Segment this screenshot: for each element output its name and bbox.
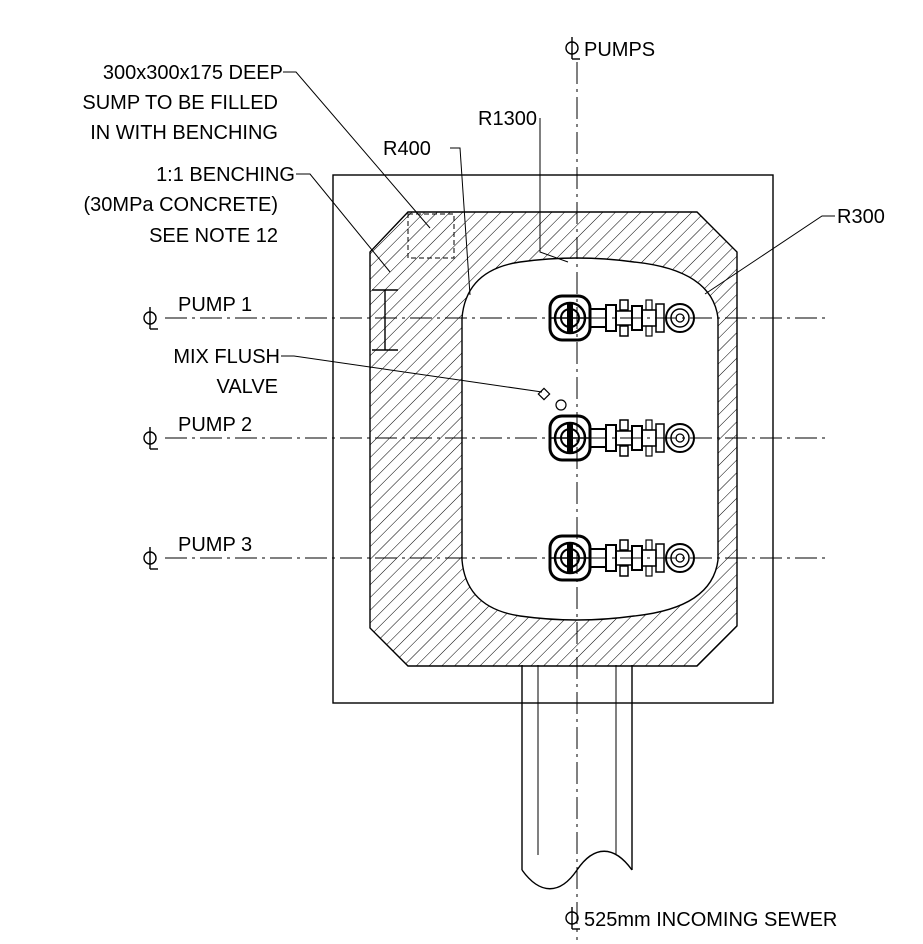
label-cl-sewer: 525mm INCOMING SEWER xyxy=(584,909,837,931)
label-mix-line-2: VALVE xyxy=(216,376,278,398)
leader-lines xyxy=(281,71,835,393)
centerline-symbol-sewer xyxy=(565,906,581,930)
label-bench-line-3: SEE NOTE 12 xyxy=(149,225,278,247)
label-r300: R300 xyxy=(837,206,885,228)
label-r400: R400 xyxy=(383,138,431,160)
mix-flush-valve-symbol xyxy=(537,387,567,411)
label-bench-line-2: (30MPa CONCRETE) xyxy=(84,194,278,216)
benching-hatched-area xyxy=(369,211,738,667)
label-sump-line-3: IN WITH BENCHING xyxy=(90,122,278,144)
sump-outline xyxy=(407,213,455,259)
label-sump-line-2: SUMP TO BE FILLED xyxy=(82,92,278,114)
centerline-symbol-pump-1 xyxy=(143,306,159,330)
centerline-symbol-pumps xyxy=(565,36,581,60)
centerline-symbol-pump-2 xyxy=(143,426,159,450)
label-mix-line-1: MIX FLUSH xyxy=(173,346,280,368)
label-sump-line-1: 300x300x175 DEEP xyxy=(103,62,283,84)
label-bench-line-1: 1:1 BENCHING xyxy=(156,164,295,186)
centerline-symbol-pump-3 xyxy=(143,546,159,570)
label-pump-1: PUMP 1 xyxy=(178,294,252,316)
label-cl-pumps: PUMPS xyxy=(584,39,655,61)
base-slab-outline xyxy=(332,174,774,704)
level-indicator-bracket xyxy=(372,289,398,351)
label-r1300: R1300 xyxy=(478,108,537,130)
label-pump-3: PUMP 3 xyxy=(178,534,252,556)
label-pump-2: PUMP 2 xyxy=(178,414,252,436)
